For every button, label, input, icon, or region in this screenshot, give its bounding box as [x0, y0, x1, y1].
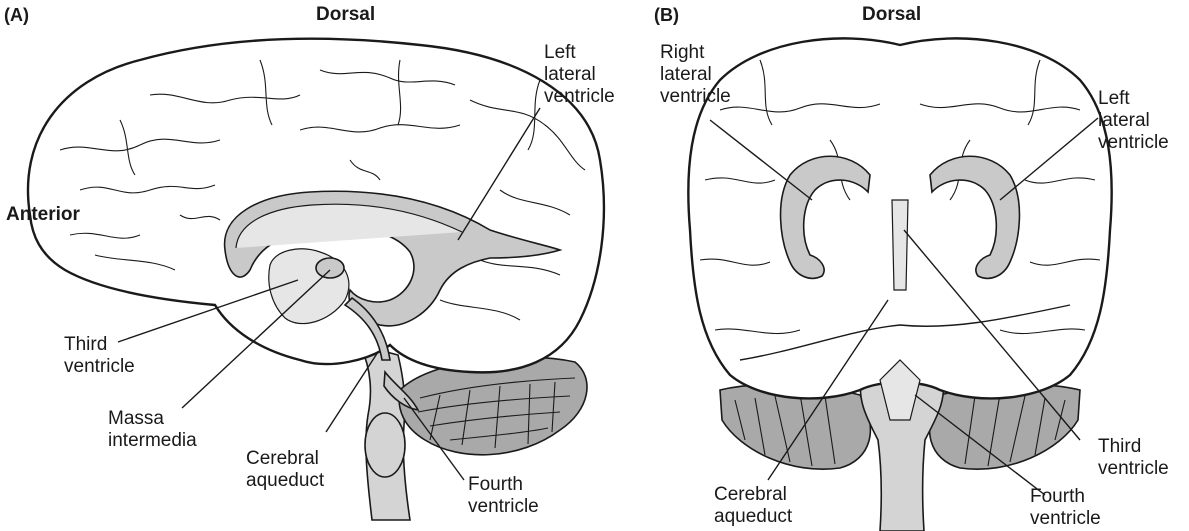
panel-a-massa-intermedia-label: Massa intermedia: [108, 408, 197, 452]
panel-b-brain: [688, 38, 1111, 531]
panel-a-anterior-label: Anterior: [6, 204, 80, 226]
panel-a-fourth-ventricle-label: Fourth ventricle: [468, 474, 539, 518]
panel-a-left-lateral-ventricle-label: Left lateral ventricle: [544, 42, 615, 108]
panel-a-cerebral-aqueduct-label: Cerebral aqueduct: [246, 448, 324, 492]
panel-b-right-lateral-ventricle-label: Right lateral ventricle: [660, 42, 731, 108]
panel-b-fourth-ventricle-label: Fourth ventricle: [1030, 486, 1101, 530]
panel-b-third-ventricle-label: Third ventricle: [1098, 436, 1169, 480]
panel-a-massa-intermedia: [316, 258, 344, 278]
panel-b-letter: (B): [654, 4, 679, 26]
panel-b-cerebral-aqueduct-label: Cerebral aqueduct: [714, 484, 792, 528]
panel-a-letter: (A): [4, 4, 29, 26]
panel-a-pons: [365, 413, 405, 477]
panel-b-left-lateral-ventricle-label: Left lateral ventricle: [1098, 88, 1169, 154]
panel-b-third-ventricle: [892, 200, 908, 290]
panel-b-dorsal-label: Dorsal: [862, 4, 921, 26]
panel-a-dorsal-label: Dorsal: [316, 4, 375, 26]
panel-a-third-ventricle-label: Third ventricle: [64, 334, 135, 378]
